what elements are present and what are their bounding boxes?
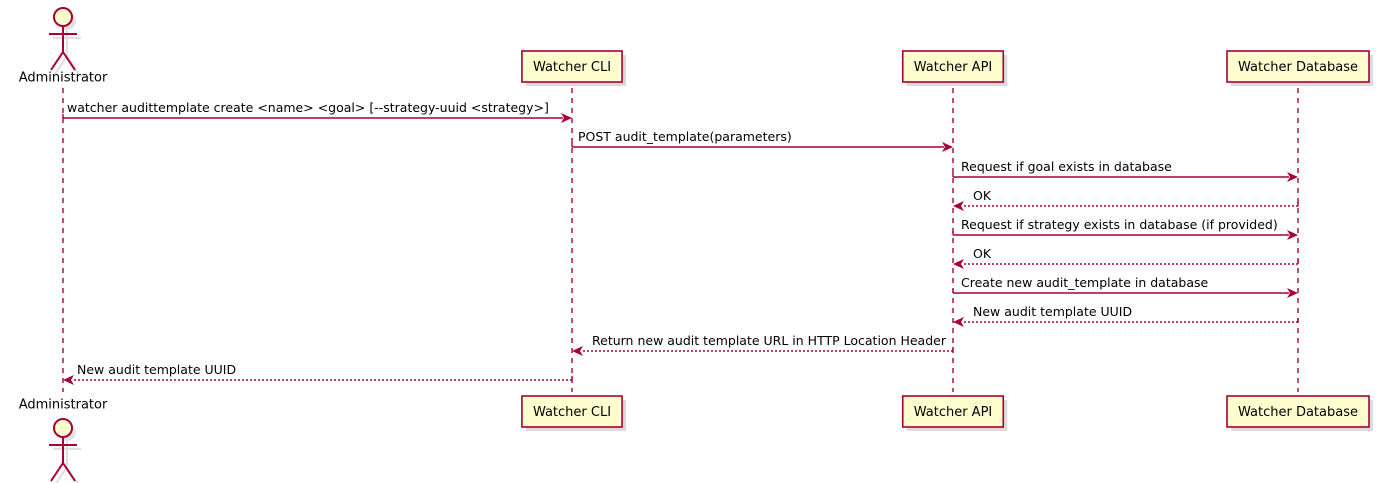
message-9: Return new audit template URL in HTTP Lo… bbox=[572, 333, 954, 356]
participant-watcher-cli-top[interactable]: Watcher CLI bbox=[521, 50, 627, 86]
participant-watcher-api-bottom[interactable]: Watcher API bbox=[901, 395, 1008, 431]
participant-label: Watcher Database bbox=[1238, 60, 1358, 75]
actor-label: Administrator bbox=[19, 71, 108, 86]
actor-label: Administrator bbox=[19, 398, 108, 413]
message-label: Return new audit template URL in HTTP Lo… bbox=[592, 333, 947, 348]
message-7: Create new audit_template in database bbox=[952, 275, 1298, 298]
message-arrowhead bbox=[942, 142, 953, 152]
message-5: Request if strategy exists in database (… bbox=[952, 217, 1298, 240]
message-arrowhead bbox=[953, 201, 964, 211]
message-3: Request if goal exists in database bbox=[952, 159, 1298, 182]
participant-label: Watcher API bbox=[914, 60, 993, 75]
message-label: Request if strategy exists in database (… bbox=[961, 217, 1278, 232]
messages-layer: watcher audittemplate create <name> <goa… bbox=[62, 100, 1299, 385]
participant-label: Watcher CLI bbox=[533, 60, 611, 75]
participant-watcher-api-top[interactable]: Watcher API bbox=[901, 50, 1008, 86]
message-arrowhead bbox=[1287, 172, 1298, 182]
message-1: watcher audittemplate create <name> <goa… bbox=[62, 100, 572, 123]
message-arrowhead bbox=[561, 113, 572, 123]
actor-administrator-bottom[interactable]: Administrator bbox=[19, 398, 108, 483]
message-arrowhead bbox=[1287, 230, 1298, 240]
participant-watcher-database-bottom[interactable]: Watcher Database bbox=[1226, 395, 1373, 431]
participant-label: Watcher Database bbox=[1238, 405, 1358, 420]
participant-label: Watcher CLI bbox=[533, 405, 611, 420]
message-arrowhead bbox=[63, 375, 74, 385]
lifelines-layer bbox=[62, 88, 1299, 392]
participant-label: Watcher API bbox=[914, 405, 993, 420]
message-label: Create new audit_template in database bbox=[961, 275, 1208, 290]
message-arrowhead bbox=[953, 317, 964, 327]
message-label: watcher audittemplate create <name> <goa… bbox=[67, 100, 549, 115]
message-label: OK bbox=[973, 246, 992, 261]
message-4: OK bbox=[953, 188, 1299, 211]
message-6: OK bbox=[953, 246, 1299, 269]
participant-watcher-database-top[interactable]: Watcher Database bbox=[1226, 50, 1373, 86]
message-arrowhead bbox=[1287, 288, 1298, 298]
message-arrowhead bbox=[953, 259, 964, 269]
message-8: New audit template UUID bbox=[953, 304, 1299, 327]
message-2: POST audit_template(parameters) bbox=[571, 129, 953, 152]
message-label: Request if goal exists in database bbox=[961, 159, 1172, 174]
message-label: POST audit_template(parameters) bbox=[578, 129, 792, 144]
message-label: New audit template UUID bbox=[973, 304, 1132, 319]
message-arrowhead bbox=[572, 346, 583, 356]
message-label: New audit template UUID bbox=[77, 362, 236, 377]
message-10: New audit template UUID bbox=[63, 362, 573, 385]
message-label: OK bbox=[973, 188, 992, 203]
actor-administrator-top[interactable]: Administrator bbox=[19, 7, 108, 86]
participant-watcher-cli-bottom[interactable]: Watcher CLI bbox=[521, 395, 627, 431]
